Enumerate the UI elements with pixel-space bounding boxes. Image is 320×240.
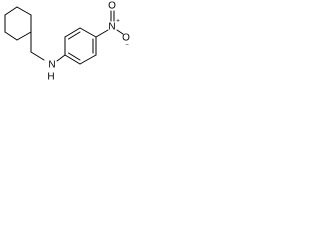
amine-h-label: H bbox=[47, 72, 54, 83]
nitro-o-right-label: O bbox=[122, 33, 130, 44]
nitro-o-top-label: O bbox=[108, 1, 116, 12]
cyclohexyl-bond bbox=[4, 31, 18, 41]
nitro-n-label: N bbox=[108, 22, 115, 33]
benzene-bond bbox=[64, 54, 81, 65]
benzene-double-bond bbox=[68, 31, 81, 40]
ring-to-nitro-bond bbox=[95, 29, 109, 38]
cyclohexyl-bond bbox=[16, 31, 32, 41]
nitro-n-charge: + bbox=[116, 19, 120, 25]
benzene-bond bbox=[79, 54, 97, 65]
cyclohexyl-bond bbox=[4, 6, 18, 16]
nitro-o-charge: − bbox=[125, 43, 129, 49]
n-to-ring-bond bbox=[56, 54, 66, 62]
benzene-double-bond bbox=[68, 52, 81, 61]
molecule-canvas: N H N + O O bbox=[0, 0, 131, 91]
nitro-single-bond bbox=[116, 29, 124, 35]
benzene-bond bbox=[79, 27, 97, 38]
amine-n-label: N bbox=[48, 60, 55, 71]
cyclohexyl-ring bbox=[4, 6, 32, 41]
nitro-group: N + O O − bbox=[108, 1, 130, 49]
cyclohexyl-bond bbox=[16, 6, 32, 16]
benzene-ring bbox=[64, 27, 97, 65]
structure-diagram: N H N + O O bbox=[4, 1, 130, 83]
benzene-bond bbox=[64, 27, 81, 38]
ch2-to-n-bond bbox=[30, 51, 45, 61]
methylene-linker bbox=[30, 31, 45, 61]
